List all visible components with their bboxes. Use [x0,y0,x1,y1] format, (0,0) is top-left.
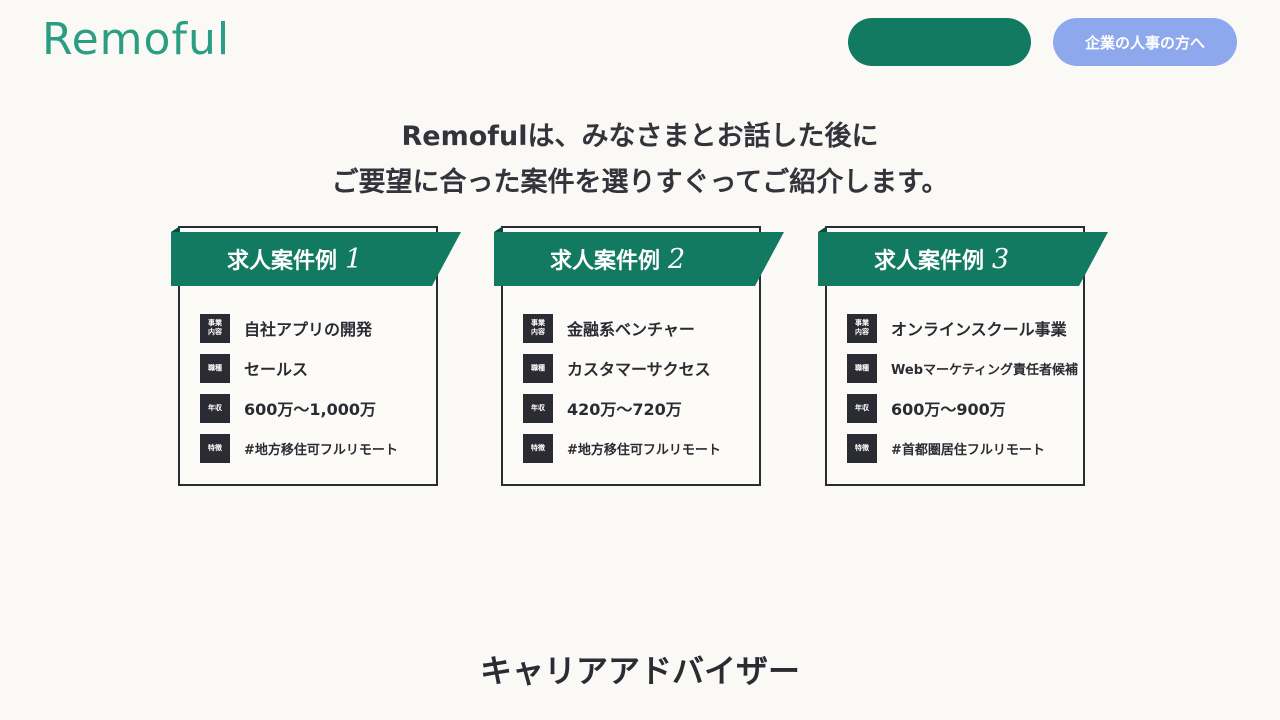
row-feature: 特徴 #首都圏居住フルリモート [847,428,1087,468]
tag-business: 事業内容 [523,313,553,343]
value-salary: 600万～1,000万 [244,400,377,419]
value-job-type: セールス [244,360,309,379]
tag-job-type: 職種 [523,353,553,383]
ribbon-fold [171,226,180,232]
card-title-text: 求人案件例 [874,249,985,274]
row-business: 事業内容 金融系ベンチャー [523,308,763,348]
intro-text: Remofulは、みなさまとお話した後に ご要望に合った案件を選りすぐってご紹介… [0,114,1280,206]
remoful-logo[interactable]: Remoful [42,14,231,65]
row-job-type: 職種 Webマーケティング責任者候補 [847,348,1087,388]
corporate-hr-button[interactable]: 企業の人事の方へ [1053,18,1237,66]
value-business: 自社アプリの開発 [244,320,373,339]
tag-feature: 特徴 [523,433,553,463]
row-salary: 年収 600万～1,000万 [200,388,440,428]
job-example-card-2: 求人案件例 2 事業内容 金融系ベンチャー 職種 カスタマーサクセス 年収 42… [494,226,784,486]
row-job-type: 職種 セールス [200,348,440,388]
tag-job-type: 職種 [847,353,877,383]
tag-salary: 年収 [847,393,877,423]
job-example-card-1: 求人案件例 1 事業内容 自社アプリの開発 職種 セールス 年収 600万～1,… [171,226,461,486]
value-salary: 600万～900万 [891,400,1006,419]
card-title-text: 求人案件例 [227,249,338,274]
tag-salary: 年収 [200,393,230,423]
tag-business: 事業内容 [847,313,877,343]
card-number: 1 [345,243,363,275]
card-number: 3 [992,243,1010,275]
value-feature: #地方移住可フルリモート [244,442,398,458]
primary-cta-button[interactable] [848,18,1031,66]
row-business: 事業内容 オンラインスクール事業 [847,308,1087,348]
intro-line-1: Remofulは、みなさまとお話した後に [401,121,879,152]
row-business: 事業内容 自社アプリの開発 [200,308,440,348]
value-job-type: Webマーケティング責任者候補 [891,362,1078,378]
tag-business: 事業内容 [200,313,230,343]
value-salary: 420万～720万 [567,400,682,419]
tag-feature: 特徴 [847,433,877,463]
value-business: 金融系ベンチャー [567,320,695,339]
value-feature: #地方移住可フルリモート [567,442,721,458]
card-rows: 事業内容 オンラインスクール事業 職種 Webマーケティング責任者候補 年収 6… [847,308,1087,468]
value-job-type: カスタマーサクセス [567,360,711,379]
card-title: 求人案件例 1 [171,232,461,286]
value-business: オンラインスクール事業 [891,320,1067,339]
ribbon-fold [494,226,503,232]
row-feature: 特徴 #地方移住可フルリモート [200,428,440,468]
card-title: 求人案件例 2 [494,232,784,286]
tag-feature: 特徴 [200,433,230,463]
row-salary: 年収 420万～720万 [523,388,763,428]
ribbon-fold [818,226,827,232]
row-job-type: 職種 カスタマーサクセス [523,348,763,388]
job-example-card-3: 求人案件例 3 事業内容 オンラインスクール事業 職種 Webマーケティング責任… [818,226,1108,486]
row-salary: 年収 600万～900万 [847,388,1087,428]
intro-line-2: ご要望に合った案件を選りすぐってご紹介します。 [331,167,949,198]
tag-salary: 年収 [523,393,553,423]
value-feature: #首都圏居住フルリモート [891,442,1045,458]
tag-job-type: 職種 [200,353,230,383]
site-header: Remoful 企業の人事の方へ [0,0,1280,90]
card-rows: 事業内容 自社アプリの開発 職種 セールス 年収 600万～1,000万 特徴 … [200,308,440,468]
card-number: 2 [668,243,686,275]
section-title-career-advisor: キャリアアドバイザー [479,652,800,690]
row-feature: 特徴 #地方移住可フルリモート [523,428,763,468]
card-title-text: 求人案件例 [550,249,661,274]
card-rows: 事業内容 金融系ベンチャー 職種 カスタマーサクセス 年収 420万～720万 … [523,308,763,468]
card-title: 求人案件例 3 [818,232,1108,286]
